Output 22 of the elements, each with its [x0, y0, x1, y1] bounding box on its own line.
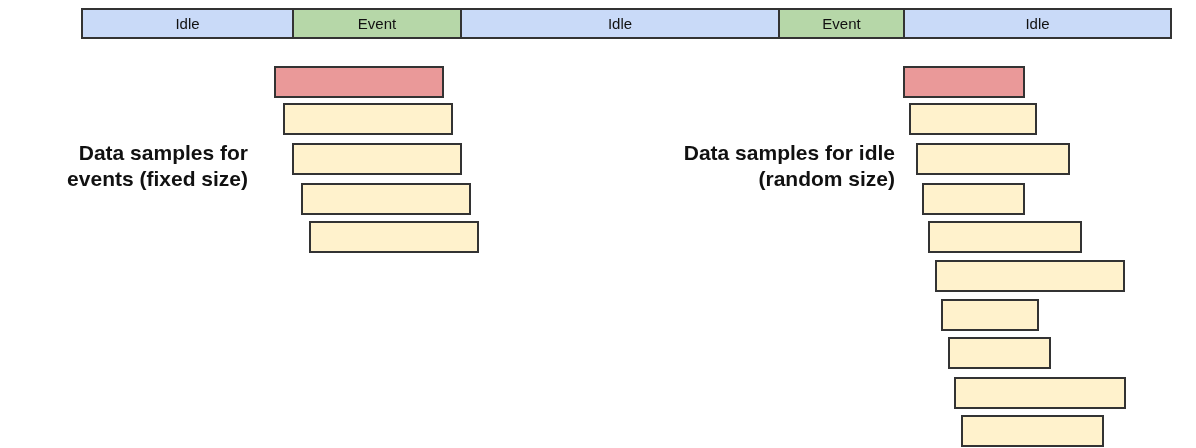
data-sample-bar [941, 299, 1039, 331]
timeline-segment: Event [778, 8, 905, 39]
timeline-segment: Idle [460, 8, 780, 39]
annotation-text: Data samples for idle (random size) [682, 140, 895, 192]
data-sample-bar [954, 377, 1126, 409]
data-sample-bar [903, 66, 1025, 98]
timeline-segment: Event [292, 8, 462, 39]
data-sample-bar [961, 415, 1104, 447]
data-sample-bar [909, 103, 1037, 135]
data-sample-bar [292, 143, 462, 175]
data-sample-bar [309, 221, 479, 253]
timeline-segment: Idle [81, 8, 294, 39]
data-sample-bar [274, 66, 444, 98]
data-sample-bar [301, 183, 471, 215]
timeline-segment: Idle [903, 8, 1172, 39]
data-sample-bar [916, 143, 1070, 175]
data-sample-bar [283, 103, 453, 135]
data-sample-bar [922, 183, 1025, 215]
annotation-text: Data samples for events (fixed size) [66, 140, 248, 192]
data-sample-bar [948, 337, 1051, 369]
data-sample-bar [935, 260, 1125, 292]
data-sample-bar [928, 221, 1082, 253]
